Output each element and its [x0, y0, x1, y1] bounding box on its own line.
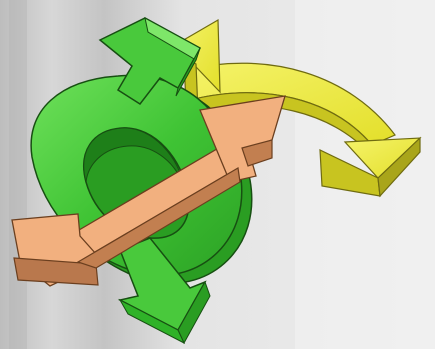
transform-gizmo-graphic[interactable] [0, 0, 435, 349]
3d-viewport[interactable] [0, 0, 435, 349]
